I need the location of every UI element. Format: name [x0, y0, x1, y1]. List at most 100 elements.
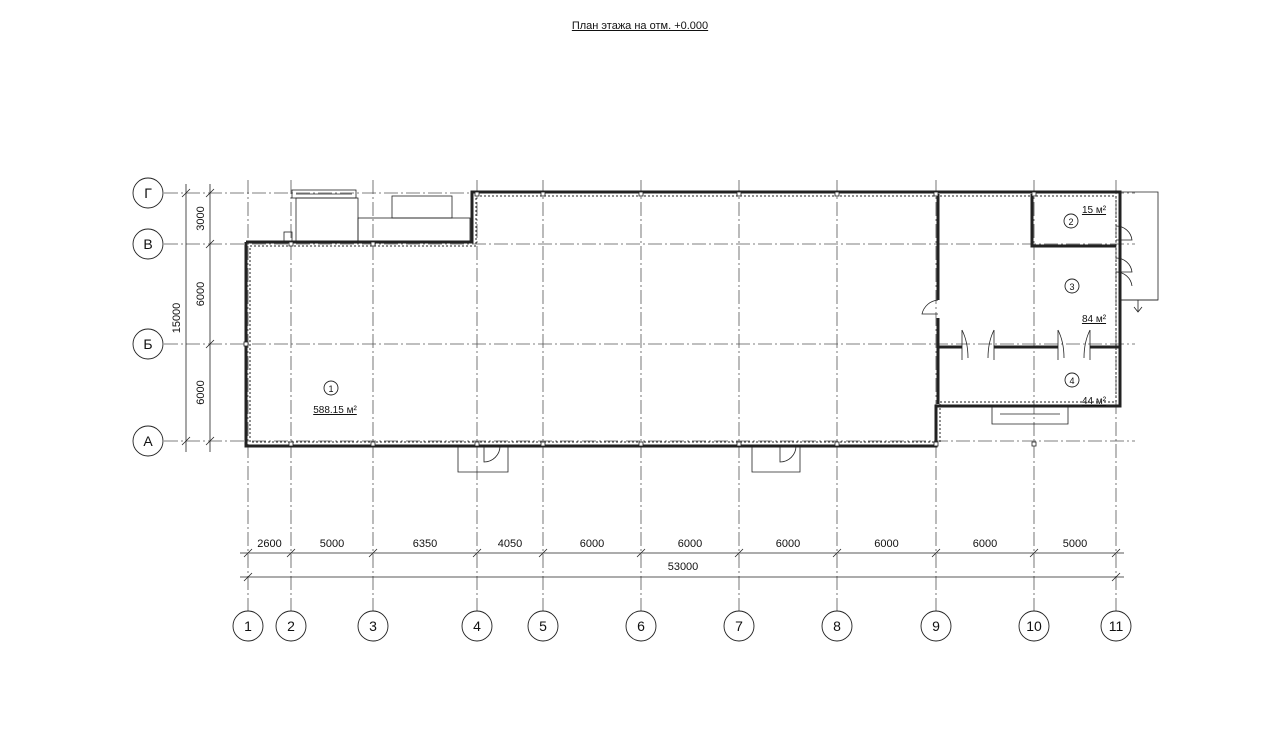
axis-label-row-4: А — [143, 433, 153, 449]
column-marker — [933, 191, 939, 197]
axis-bubble-2 — [275, 610, 307, 642]
entrance-porch-1 — [457, 446, 509, 473]
annex-block — [295, 197, 359, 243]
double-door-1 — [961, 329, 995, 359]
dim-tick — [636, 548, 646, 558]
dim-tick — [368, 548, 378, 558]
axis-label-1: 1 — [244, 618, 252, 634]
door-room-3 — [1115, 257, 1133, 287]
drawing-title: План этажа на отм. +0.000 — [571, 20, 709, 32]
dim-value-vertical-3: 6000 — [195, 380, 207, 404]
dim-value-vertical-2: 6000 — [195, 282, 207, 306]
room-1-area: 588.15 м² — [313, 405, 357, 416]
column-marker — [834, 441, 840, 447]
dim-tick — [1111, 548, 1121, 558]
axis-bubble-row-4 — [132, 425, 164, 457]
entrance-porch-2 — [751, 446, 801, 473]
dim-tick — [205, 339, 215, 349]
dim-value-1: 2600 — [257, 538, 281, 550]
building-walls — [244, 189, 1159, 473]
axis-label-row-1: Г — [144, 185, 152, 201]
room-4-marker — [1064, 372, 1080, 388]
column-marker — [638, 441, 644, 447]
outer-wall-inner-face — [249, 195, 1117, 443]
column-marker — [474, 191, 480, 197]
column-marker — [736, 441, 742, 447]
room-2-area: 15 м² — [1082, 205, 1107, 216]
dim-tick — [538, 548, 548, 558]
room-2: 2 15 м² — [1063, 205, 1107, 229]
dim-value-4: 4050 — [498, 538, 522, 550]
room-3-number: 3 — [1069, 282, 1074, 292]
dim-tick — [931, 548, 941, 558]
door-room-2 — [1115, 225, 1133, 241]
axis-label-2: 2 — [287, 618, 295, 634]
dim-tick — [243, 548, 253, 558]
column-marker — [1031, 191, 1037, 197]
dim-ticks — [181, 188, 1121, 582]
column-marker — [288, 441, 294, 447]
room-1-marker — [323, 380, 339, 396]
room-1: 1 588.15 м² — [313, 380, 357, 416]
axis-bubble-4 — [461, 610, 493, 642]
dim-value-vertical-1: 3000 — [195, 206, 207, 230]
dim-tick — [286, 548, 296, 558]
dim-value-10: 5000 — [1063, 538, 1087, 550]
dim-tick — [181, 436, 191, 446]
east-stair-arrow-head — [1133, 306, 1143, 313]
column-marker — [540, 441, 546, 447]
room-3-marker — [1064, 278, 1080, 294]
room-3-area: 84 м² — [1082, 314, 1107, 325]
axis-bubble-1 — [232, 610, 264, 642]
column-marker — [370, 241, 376, 247]
room-4-area: 44 м² — [1082, 396, 1107, 407]
room-3: 3 84 м² — [1064, 278, 1107, 325]
axis-label-10: 10 — [1026, 618, 1042, 634]
outer-wall — [244, 190, 1122, 448]
axis-bubble-row-3 — [132, 328, 164, 360]
dim-value-8: 6000 — [874, 538, 898, 550]
annex-upper — [391, 195, 453, 219]
axis-bubble-10 — [1018, 610, 1050, 642]
axis-label-3: 3 — [369, 618, 377, 634]
axis-label-row-2: В — [143, 236, 152, 252]
column-marker — [474, 441, 480, 447]
column-marker — [370, 441, 376, 447]
dim-values-vertical: 3000 6000 6000 — [195, 206, 207, 404]
room-2-number: 2 — [1068, 217, 1073, 227]
column-markers — [243, 191, 1037, 447]
dim-tick — [205, 239, 215, 249]
column-marker — [1031, 441, 1037, 447]
dim-tick — [205, 188, 215, 198]
axis-label-11: 11 — [1109, 618, 1124, 634]
axis-bubble-9 — [920, 610, 952, 642]
column-marker — [288, 241, 294, 247]
column-marker — [736, 191, 742, 197]
axis-bubble-row-1 — [132, 177, 164, 209]
double-door-2 — [1057, 329, 1091, 359]
axis-label-row-3: Б — [143, 336, 152, 352]
dim-value-7: 6000 — [776, 538, 800, 550]
axis-label-9: 9 — [932, 618, 940, 634]
dim-total-vertical: 15000 — [171, 303, 183, 334]
door-axis-9 — [921, 299, 939, 315]
axis-bubble-3 — [357, 610, 389, 642]
column-marker — [834, 191, 840, 197]
door-swing-1 — [483, 445, 501, 463]
door-swing-2 — [779, 445, 797, 463]
dim-tick — [832, 548, 842, 558]
dim-tick — [243, 572, 253, 582]
column-marker — [638, 191, 644, 197]
axis-bubbles-vertical: Г В Б А — [132, 177, 164, 457]
annex-extension — [357, 217, 471, 243]
dim-tick — [472, 548, 482, 558]
dim-tick — [205, 436, 215, 446]
axis-bubble-6 — [625, 610, 657, 642]
dim-value-2: 5000 — [320, 538, 344, 550]
dim-tick — [181, 188, 191, 198]
axis-label-4: 4 — [473, 618, 481, 634]
east-stair — [1120, 191, 1159, 301]
